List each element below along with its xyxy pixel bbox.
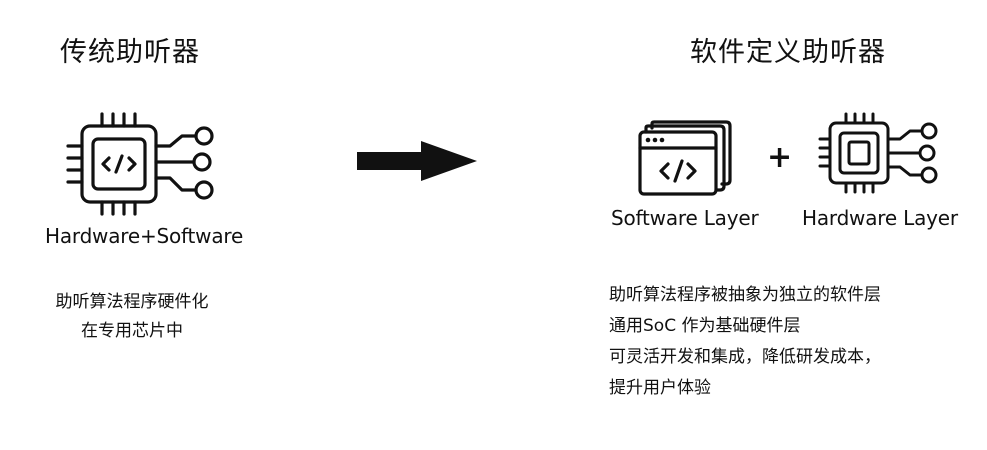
description-line: 助听算法程序硬件化 [55, 292, 209, 312]
chip-with-code-icon [66, 112, 226, 218]
description-line: 可灵活开发和集成，降低研发成本， [609, 347, 881, 367]
description-line: 助听算法程序被抽象为独立的软件层 [609, 285, 881, 305]
right-arrow-icon [357, 141, 479, 181]
chip-icon [818, 112, 944, 194]
software-defined-hearing-aid-title: 软件定义助听器 [690, 37, 886, 68]
software-defined-description: 助听算法程序被抽象为独立的软件层 通用SoC 作为基础硬件层 可灵活开发和集成，… [609, 280, 881, 404]
traditional-description: 助听算法程序硬件化 在专用芯片中 [22, 288, 242, 346]
description-line: 在专用芯片中 [81, 321, 183, 341]
description-line: 通用SoC 作为基础硬件层 [609, 316, 801, 336]
plus-sign: + [767, 140, 793, 175]
stacked-code-windows-icon [638, 120, 734, 198]
traditional-hearing-aid-title: 传统助听器 [60, 37, 200, 68]
description-line: 提升用户体验 [609, 378, 711, 398]
software-layer-caption: Software Layer [611, 206, 759, 230]
hardware-layer-caption: Hardware Layer [802, 206, 958, 230]
hardware-software-caption: Hardware+Software [45, 224, 244, 248]
